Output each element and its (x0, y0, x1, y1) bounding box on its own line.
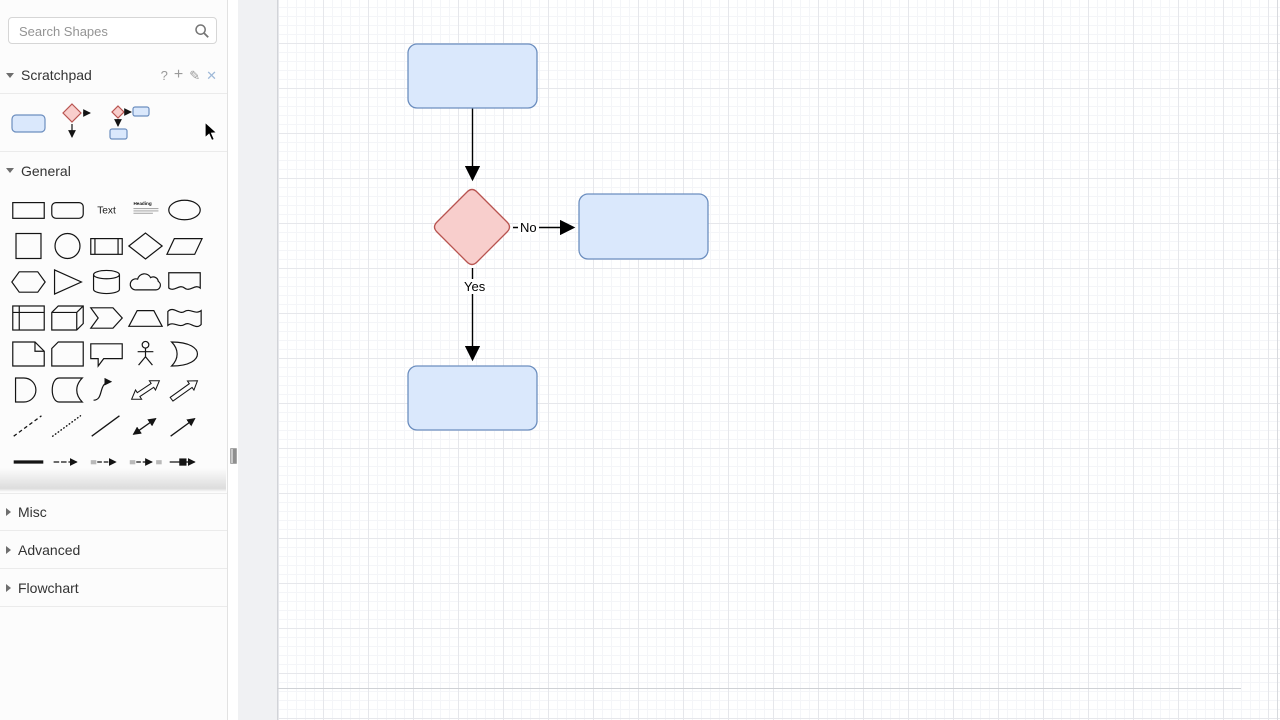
shape-directional-connector[interactable] (165, 408, 204, 444)
edge-label-no[interactable]: No (518, 220, 539, 235)
shape-rounded-rectangle[interactable] (48, 192, 87, 228)
shape-step[interactable] (87, 300, 126, 336)
shape-cloud[interactable] (126, 264, 165, 300)
shape-or[interactable] (165, 336, 204, 372)
scratchpad-rounded-rectangle-thumb[interactable] (10, 110, 50, 136)
no-branch-node[interactable] (578, 193, 709, 260)
shape-triangle[interactable] (48, 264, 87, 300)
section-misc[interactable]: Misc (0, 493, 227, 531)
search-shapes-input[interactable] (17, 18, 193, 45)
shape-arrow[interactable] (165, 372, 204, 408)
drawing-canvas[interactable] (238, 0, 1280, 720)
scratchpad-help-icon[interactable]: ? (160, 67, 168, 83)
shape-text[interactable] (87, 192, 126, 228)
scratchpad-edit-icon[interactable]: ✎ (189, 67, 201, 83)
shape-note[interactable] (9, 336, 48, 372)
shape-rectangle[interactable] (9, 192, 48, 228)
shape-cylinder[interactable] (87, 264, 126, 300)
shape-line[interactable] (87, 408, 126, 444)
shape-filled-edge[interactable] (87, 444, 126, 480)
shape-ellipse[interactable] (165, 192, 204, 228)
scratchpad-close-icon[interactable]: ✕ (206, 67, 217, 83)
shape-textbox[interactable] (126, 192, 165, 228)
page-boundary-vertical (1277, 0, 1278, 720)
shape-diamond[interactable] (126, 228, 165, 264)
search-icon[interactable] (194, 23, 210, 39)
sidebar-resize-grip[interactable] (230, 448, 237, 464)
section-flowchart[interactable]: Flowchart (0, 569, 227, 607)
section-label: Flowchart (18, 579, 79, 596)
scratchpad-items (0, 94, 227, 152)
search-row (0, 0, 227, 58)
shape-dashed-line[interactable] (9, 408, 48, 444)
shape-circle[interactable] (48, 228, 87, 264)
shape-tape[interactable] (165, 300, 204, 336)
page-boundary-horizontal (277, 688, 1241, 689)
section-general[interactable]: General (0, 152, 227, 189)
shape-cube[interactable] (48, 300, 87, 336)
shape-curve[interactable] (87, 372, 126, 408)
scratchpad-diamond-with-rectangles-thumb[interactable] (108, 102, 152, 144)
chevron-right-icon (6, 508, 11, 516)
section-label: Scratchpad (21, 67, 92, 83)
shape-square[interactable] (9, 228, 48, 264)
start-node[interactable] (407, 43, 538, 109)
shape-parallelogram[interactable] (165, 228, 204, 264)
general-shape-grid (9, 192, 219, 480)
shape-bidirectional-connector[interactable] (126, 408, 165, 444)
shape-callout[interactable] (87, 336, 126, 372)
edge-label-yes[interactable]: Yes (462, 279, 488, 294)
shape-simple-arrow[interactable] (48, 444, 87, 480)
shape-data-storage[interactable] (48, 372, 87, 408)
shape-and[interactable] (9, 372, 48, 408)
shapes-sidebar: Scratchpad ? + ✎ ✕ (0, 0, 228, 720)
section-label: Misc (18, 504, 47, 520)
shape-card[interactable] (48, 336, 87, 372)
decision-node[interactable] (433, 188, 511, 266)
scratchpad-add-icon[interactable]: + (173, 66, 184, 83)
scratchpad-diamond-with-arrows-thumb[interactable] (60, 101, 98, 145)
shape-internal-storage[interactable] (9, 300, 48, 336)
canvas-page (277, 0, 1280, 720)
section-advanced[interactable]: Advanced (0, 531, 227, 569)
shape-document[interactable] (165, 264, 204, 300)
yes-branch-node[interactable] (407, 365, 538, 431)
shape-actor[interactable] (126, 336, 165, 372)
section-label: Advanced (18, 541, 81, 558)
chevron-right-icon (6, 583, 11, 592)
chevron-right-icon (6, 545, 11, 554)
shape-box-arrow[interactable] (165, 444, 204, 480)
shape-dotted-line[interactable] (48, 408, 87, 444)
shape-trapezoid[interactable] (126, 300, 165, 336)
section-label: General (21, 162, 71, 179)
shape-filled-edge-2[interactable] (126, 444, 165, 480)
chevron-down-icon (6, 72, 14, 78)
shape-hexagon[interactable] (9, 264, 48, 300)
section-scratchpad[interactable]: Scratchpad ? + ✎ ✕ (0, 57, 227, 94)
search-box (8, 17, 217, 45)
sidebar-gutter (228, 0, 238, 720)
chevron-down-icon (6, 168, 14, 173)
diagram-layer (407, 43, 709, 431)
shape-bidirectional-arrow[interactable] (126, 372, 165, 408)
shape-link[interactable] (9, 444, 48, 480)
shape-process[interactable] (87, 228, 126, 264)
